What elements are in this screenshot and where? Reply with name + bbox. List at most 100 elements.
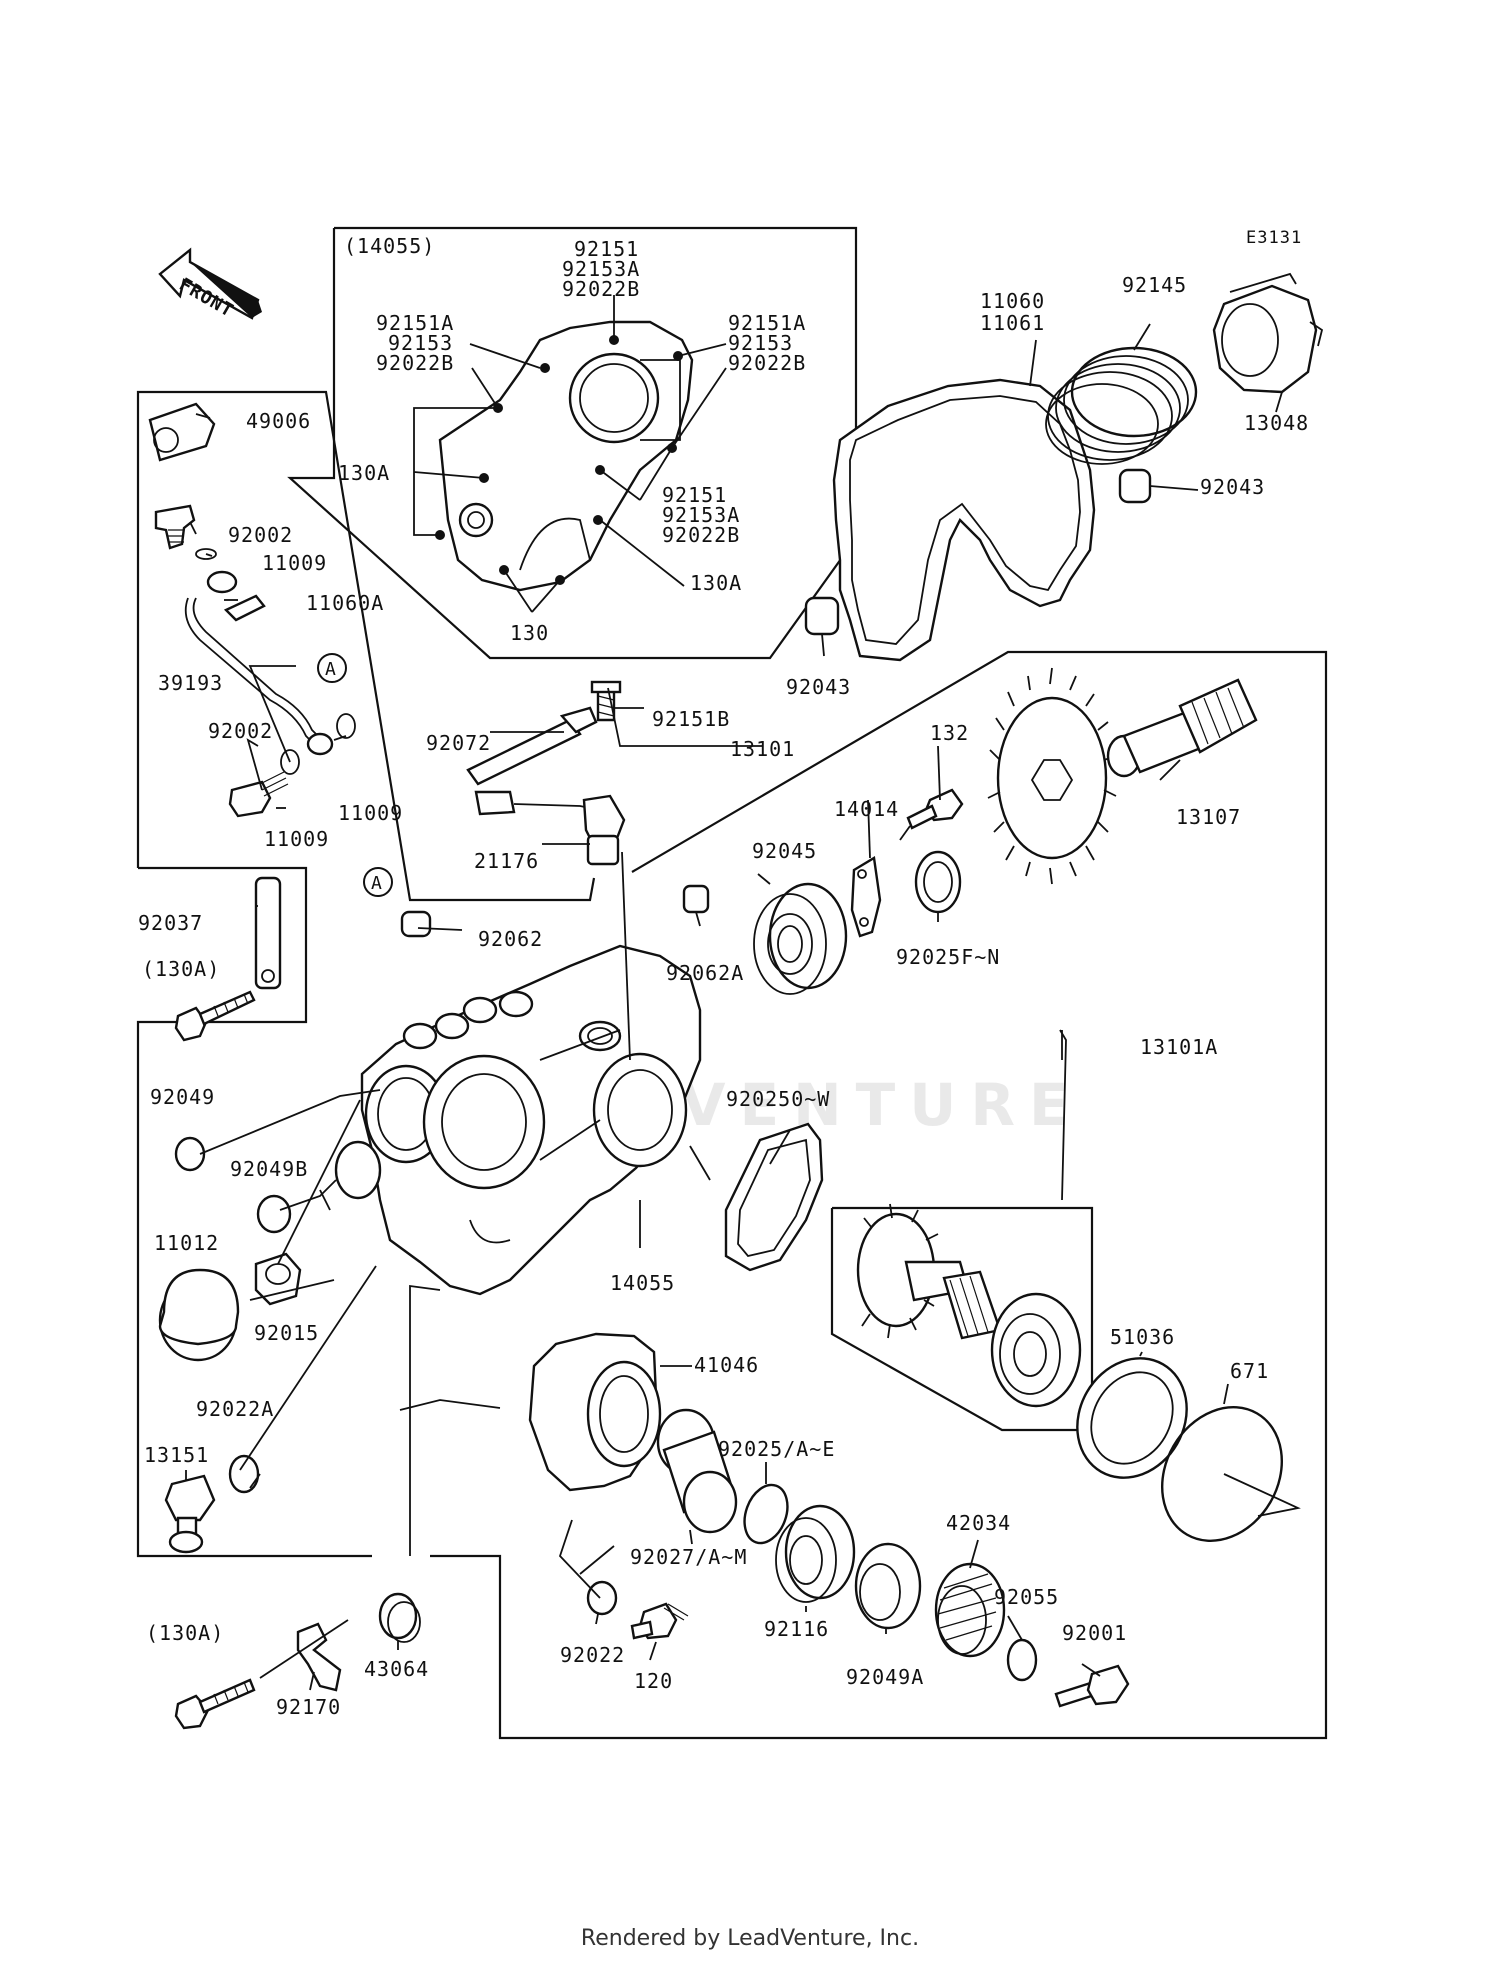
label-92022B-right: 92022B	[728, 351, 806, 375]
housing-41046	[528, 1332, 662, 1492]
leader-lines	[185, 295, 1301, 1691]
bearing-92045	[753, 882, 848, 995]
label-920250: 920250~W	[726, 1087, 830, 1111]
gasket-920250	[724, 1122, 824, 1272]
label-92153-right: 92153	[728, 331, 793, 355]
label-92116: 92116	[764, 1617, 829, 1641]
label-92015: 92015	[254, 1321, 319, 1345]
label-43064: 43064	[364, 1657, 429, 1681]
bolt-132	[906, 788, 964, 830]
label-92022: 92022	[560, 1643, 625, 1667]
label-49006: 49006	[246, 409, 311, 433]
oil-line-39193	[148, 402, 356, 818]
label-92022B-left: 92022B	[376, 351, 454, 375]
label-41046: 41046	[694, 1353, 759, 1377]
footer-credit: Rendered by LeadVenture, Inc.	[580, 1926, 920, 1951]
seal-housing-stub	[334, 1140, 382, 1200]
label-92025F: 92025F~N	[896, 945, 1000, 969]
callout-A-lower-label: A	[371, 873, 383, 894]
subassembly-frame	[287, 226, 858, 660]
grommet-43064	[378, 1592, 421, 1643]
label-92049A: 92049A	[846, 1665, 924, 1689]
label-11012: 11012	[154, 1231, 219, 1255]
label-92002-b: 92002	[208, 719, 273, 743]
label-13048: 13048	[1244, 411, 1309, 435]
callout-A-upper: A	[317, 653, 347, 683]
label-92151-top: 92151	[574, 237, 639, 261]
joint-42034	[934, 1562, 1006, 1658]
dowel-92043-b	[804, 596, 840, 636]
label-92170: 92170	[276, 1695, 341, 1719]
right-main-frame	[430, 650, 1328, 1740]
callout-A-upper-label: A	[325, 659, 337, 680]
label-92153-left: 92153	[388, 331, 453, 355]
collar-92027	[656, 1408, 738, 1534]
label-92153A-mid: 92153A	[662, 503, 740, 527]
ring-gear-13101	[987, 667, 1117, 885]
label-92151A-left: 92151A	[376, 311, 454, 335]
label-92145: 92145	[1122, 273, 1187, 297]
oring-92055	[1006, 1638, 1038, 1682]
label-92153A-top: 92153A	[562, 257, 640, 281]
label-92045: 92045	[752, 839, 817, 863]
label-130: 130	[510, 621, 549, 645]
bolt-120	[630, 1602, 689, 1640]
shim-92025F-inner	[923, 861, 953, 903]
shim-92025AE	[743, 1483, 789, 1545]
dowel-92043-a	[1118, 468, 1152, 504]
label-13107: 13107	[1176, 805, 1241, 829]
oil-line-frame	[136, 390, 596, 902]
label-130A-bolt2: (130A)	[146, 1621, 224, 1645]
label-39193: 39193	[158, 671, 223, 695]
label-671: 671	[1230, 1359, 1269, 1383]
tie-strap-92072	[466, 706, 598, 786]
label-13101A: 13101A	[1140, 1035, 1218, 1059]
label-14014: 14014	[834, 797, 899, 821]
shim-51036-inner	[1090, 1371, 1174, 1465]
bearing-92116	[775, 1504, 856, 1603]
label-130A-left: 130A	[338, 461, 390, 485]
subassembly-label: (14055)	[344, 234, 435, 258]
dowel-92062A	[682, 884, 710, 914]
washer-92022A	[228, 1454, 260, 1494]
oring-671	[1160, 1406, 1284, 1542]
front-arrow-icon: FRONT	[158, 247, 262, 322]
shim-51036	[1076, 1357, 1188, 1479]
label-130A-right: 130A	[690, 571, 742, 595]
diagram-code: E3131	[1246, 228, 1302, 248]
label-92027AM: 92027/A~M	[630, 1545, 747, 1569]
label-92062A: 92062A	[666, 961, 744, 985]
spring-92145	[1045, 346, 1198, 465]
label-13151: 13151	[144, 1443, 209, 1467]
label-92072: 92072	[426, 731, 491, 755]
label-92062: 92062	[478, 927, 543, 951]
seal-92049	[174, 1136, 206, 1172]
bolt-130A-2	[174, 1678, 256, 1730]
shim-92025F	[914, 850, 962, 914]
label-11061: 11061	[980, 311, 1045, 335]
gasket-11060	[832, 378, 1096, 662]
label-92037: 92037	[138, 911, 203, 935]
bolt-130A	[174, 990, 256, 1042]
cap-11012	[158, 1268, 240, 1362]
label-11060A: 11060A	[306, 591, 384, 615]
label-13101: 13101	[730, 737, 795, 761]
label-132: 132	[930, 721, 969, 745]
label-130A-bolt: (130A)	[142, 957, 220, 981]
washer-92022	[586, 1580, 618, 1616]
part-labels: 92151 92153A 92022B 92151A 92153 92022B …	[138, 237, 1309, 1719]
label-11060: 11060	[980, 289, 1045, 313]
pinion-shaft-13107	[1106, 678, 1258, 778]
label-92022A: 92022A	[196, 1397, 274, 1421]
gear-inset-frame	[830, 1206, 1094, 1432]
left-mid-frame	[136, 866, 372, 1558]
sensor-21176	[474, 680, 626, 866]
callout-A-lower: A	[363, 867, 393, 897]
label-51036: 51036	[1110, 1325, 1175, 1349]
clamp-92170	[296, 1622, 342, 1692]
drain-pipe-92037	[254, 876, 282, 990]
label-92022B-top: 92022B	[562, 277, 640, 301]
main-housing-14055	[360, 944, 702, 1296]
